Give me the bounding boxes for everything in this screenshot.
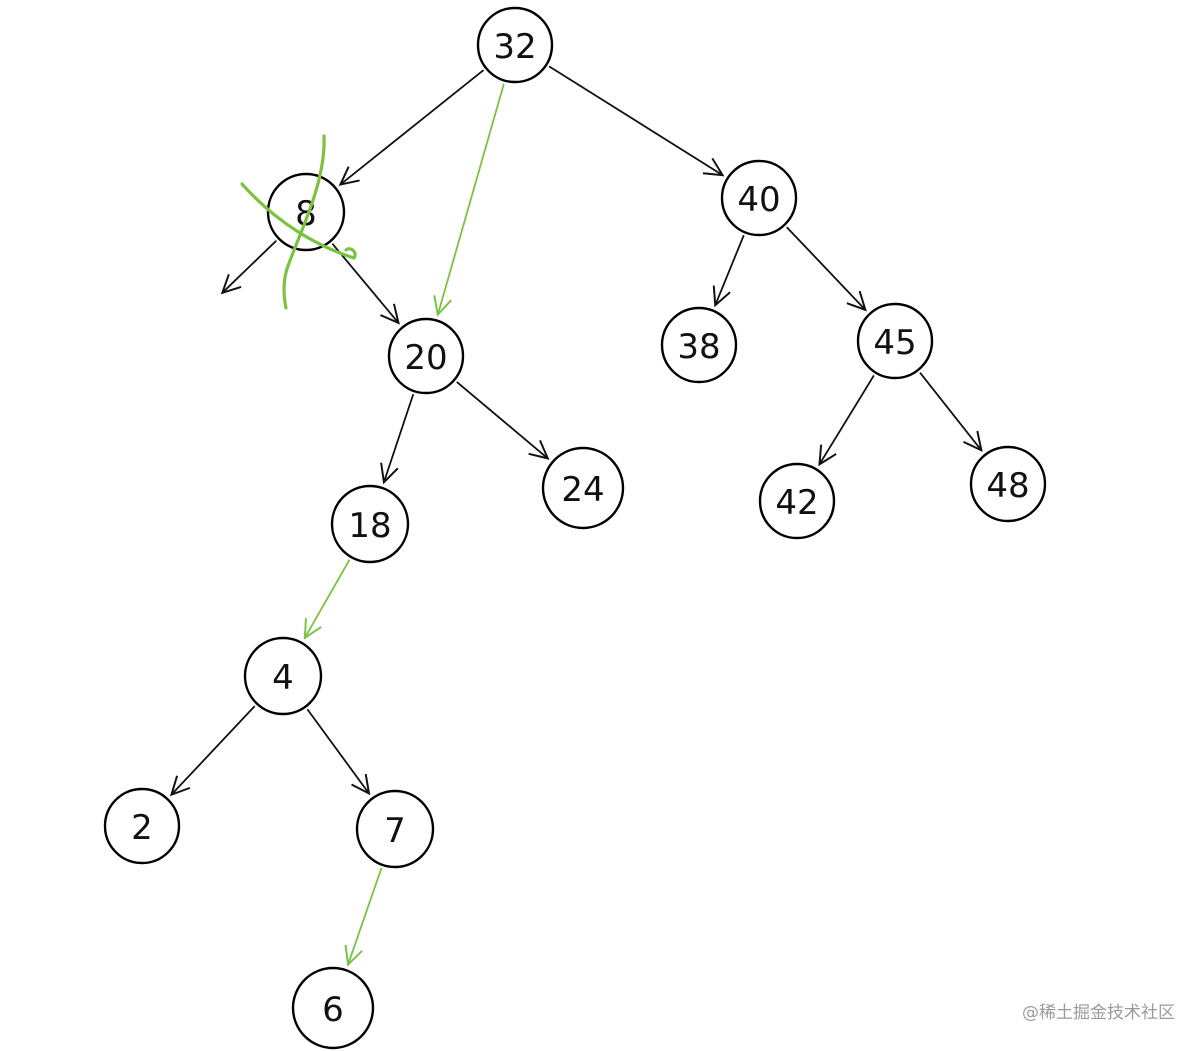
node-label: 38 [677,327,720,367]
edge-n7-to-n6-highlight [348,867,383,965]
node-circle [387,317,465,395]
edge-n32-to-n20-highlight [438,83,505,314]
edge-n4-to-n2 [171,705,256,795]
edge-n32-to-n40 [548,65,723,175]
tree-node-7: 7 [355,789,435,869]
edge-n45-to-n42 [819,375,875,464]
delete-strike-stroke-2 [282,134,326,310]
node-circle [330,484,410,564]
node-label: 4 [272,658,294,698]
node-label: 20 [404,338,447,378]
node-circle [541,446,625,530]
edge-n40-to-n38 [715,235,745,305]
node-circle [291,966,375,1050]
edge-n20-to-n24 [456,381,547,458]
node-circle [720,159,798,237]
node-label: 6 [322,990,344,1030]
tree-node-32: 32 [476,6,554,84]
node-circle [856,302,934,380]
edges-layer [171,65,981,965]
tree-node-20: 20 [387,317,465,395]
tree-node-45: 45 [856,302,934,380]
node-circle [266,172,346,252]
node-circle [969,445,1047,523]
tree-node-6: 6 [291,966,375,1050]
tree-node-18: 18 [330,484,410,564]
tree-node-38: 38 [660,306,738,384]
node-label: 7 [384,811,406,851]
node-label: 18 [348,506,391,546]
node-circle [355,789,435,869]
node-circle [758,462,836,540]
tree-node-48: 48 [969,445,1047,523]
node-label: 42 [775,483,818,523]
node-circle [103,787,181,865]
node-circle [243,636,323,716]
tree-node-24: 24 [541,446,625,530]
edge-n4-to-n7 [306,708,369,794]
tree-node-4: 4 [243,636,323,716]
node-circle [476,6,554,84]
node-label: 40 [737,180,780,220]
node-circle [660,306,738,384]
delete-strike-marks [240,134,357,310]
tree-node-2: 2 [103,787,181,865]
edge-n20-to-n18 [384,393,414,482]
node-label: 32 [493,27,536,67]
node-label: 48 [986,466,1029,506]
edge-n8-to-n20 [331,243,399,323]
delete-strike-stroke-1 [240,182,357,260]
edge-n8-to-empty [222,240,277,293]
edge-n32-to-n8 [340,69,484,185]
node-label: 2 [131,808,153,848]
node-label: 24 [561,470,604,510]
node-label: 45 [873,323,916,363]
edge-n40-to-n45 [786,226,865,310]
tree-node-42: 42 [758,462,836,540]
watermark-text: @稀土掘金技术社区 [1022,1003,1175,1023]
tree-node-40: 40 [720,159,798,237]
edge-n18-to-n4-highlight [305,559,351,637]
edge-n45-to-n48 [919,372,981,450]
